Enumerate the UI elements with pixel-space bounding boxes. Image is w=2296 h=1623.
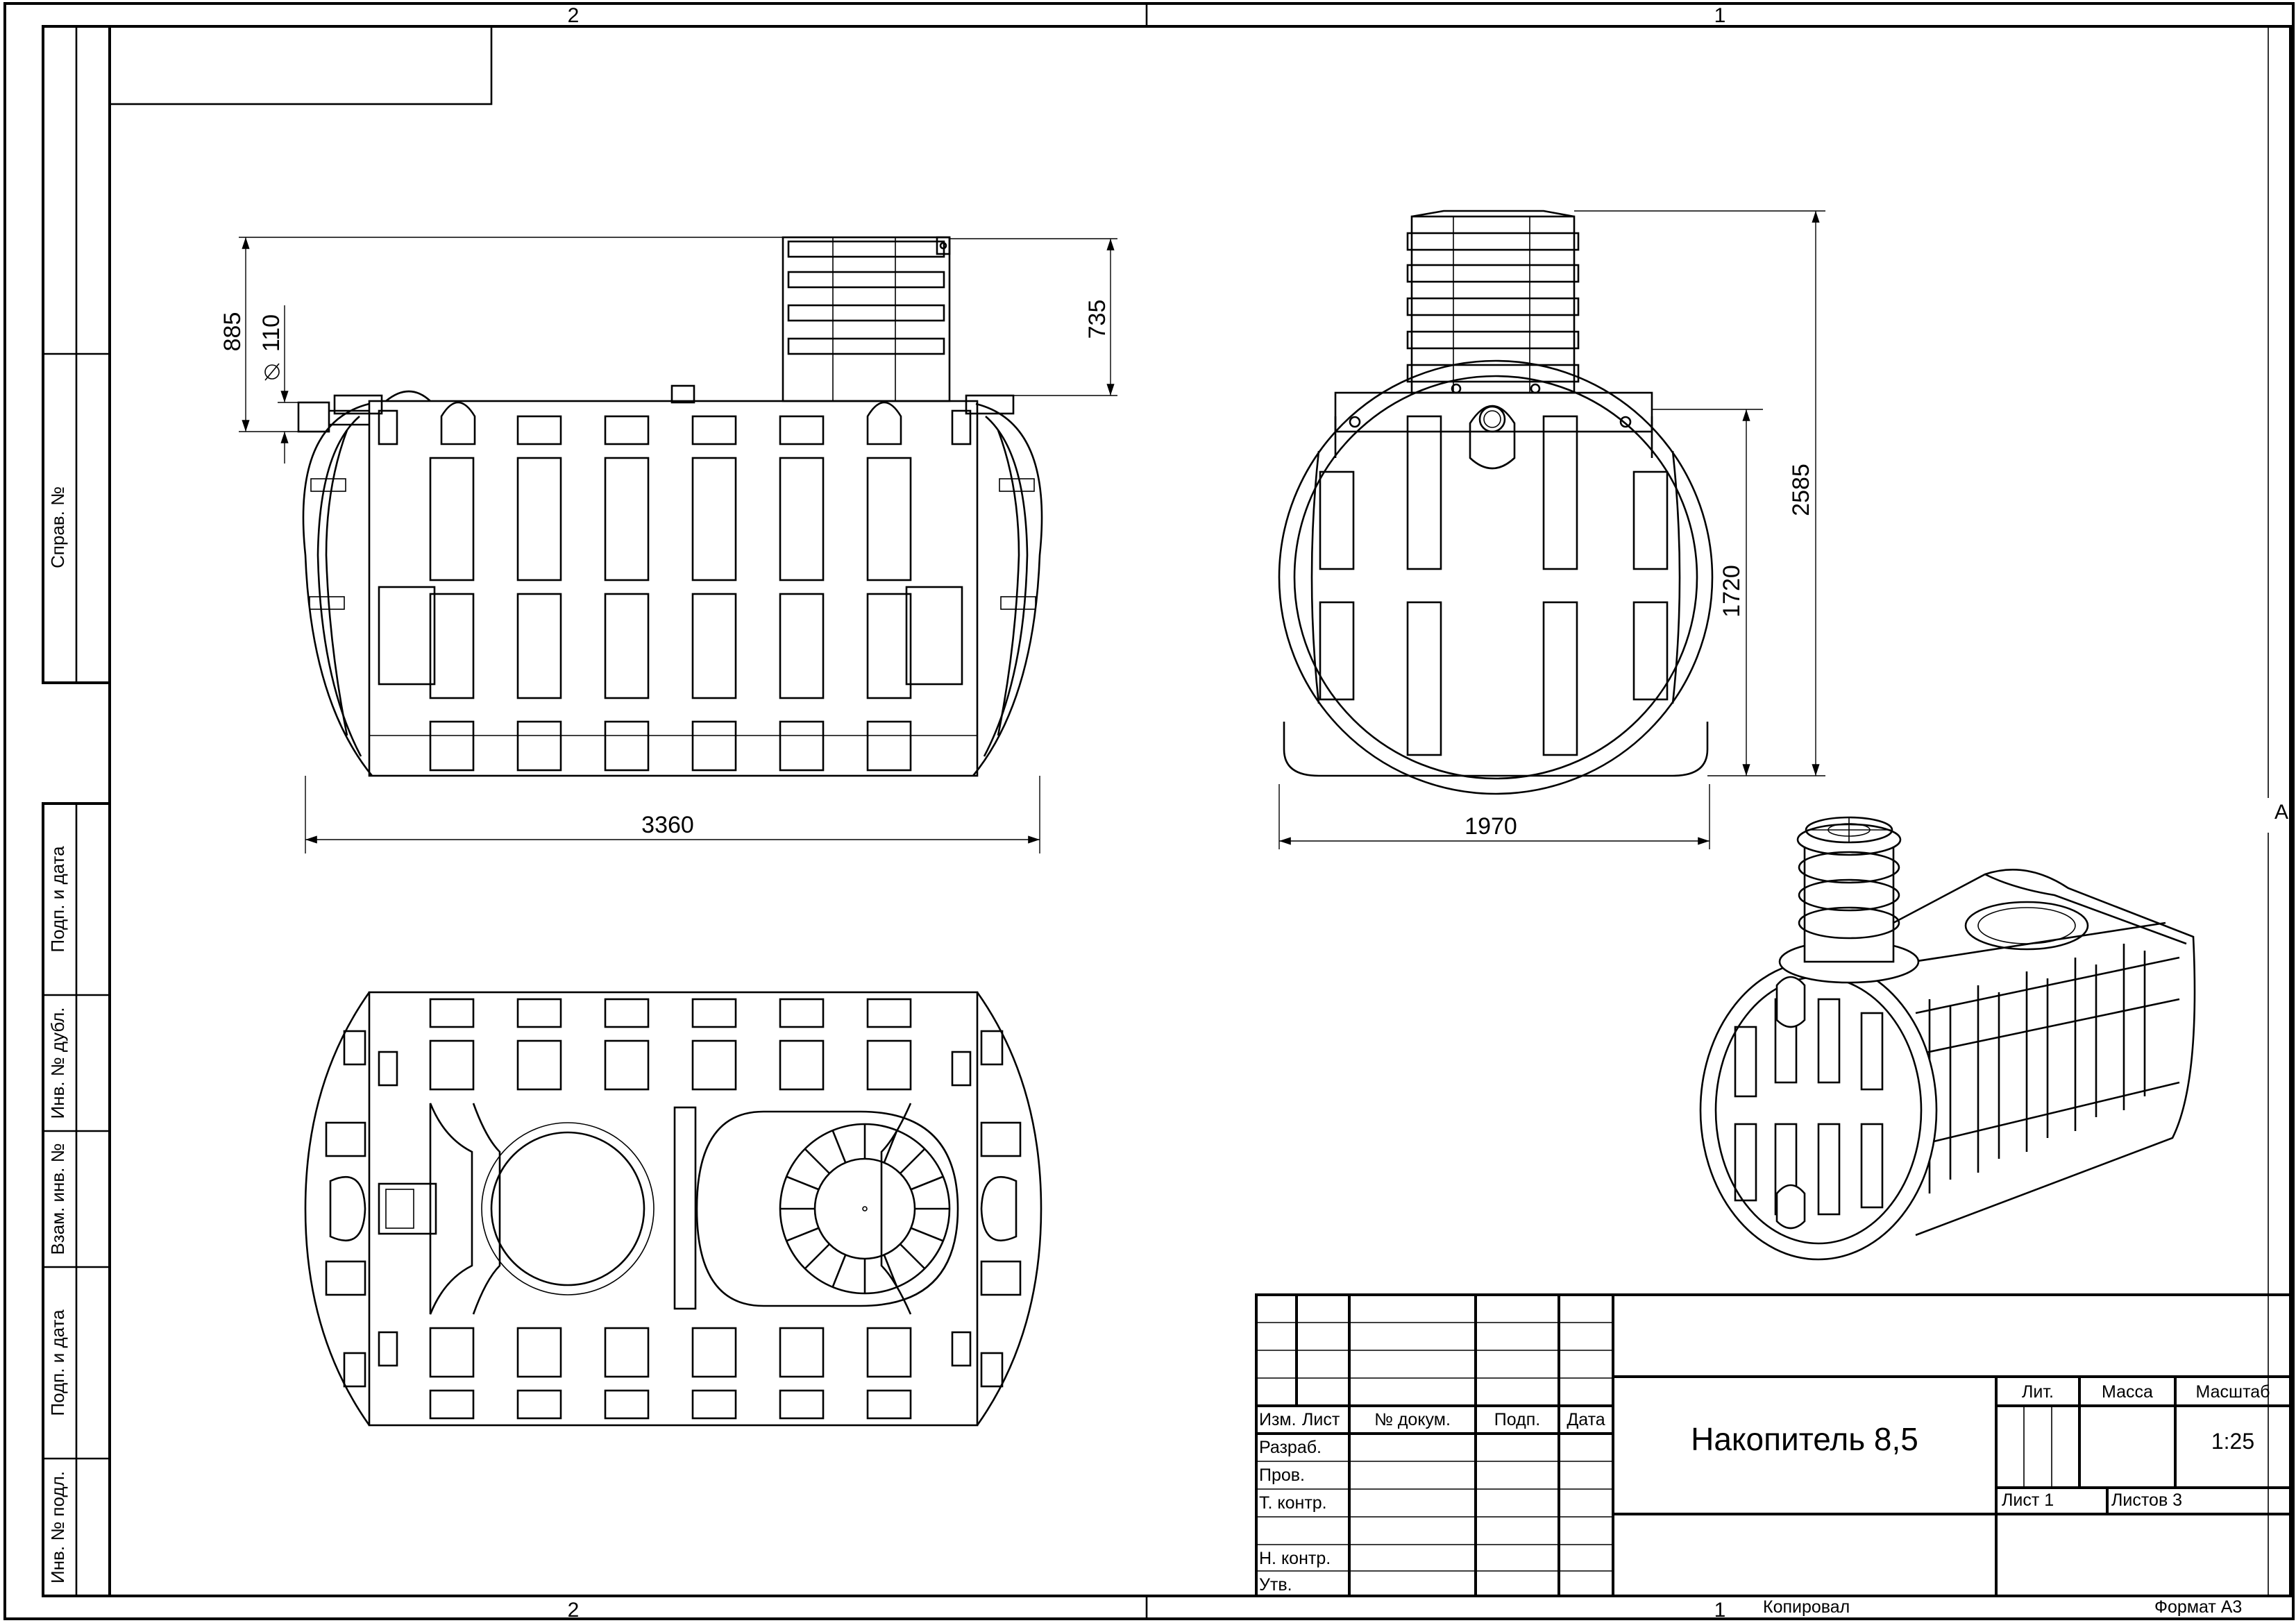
side-label-podp-data-2: Подп. и дата: [47, 1309, 68, 1416]
title-block: [1255, 1293, 2292, 1597]
isometric-view: [1699, 816, 2196, 1261]
diameter-icon: [264, 363, 280, 381]
sheet-frame: [3, 2, 2295, 1620]
tb-razrab: Разраб.: [1259, 1438, 1322, 1457]
dim-110: 110: [258, 314, 285, 352]
side-label-podp-data-1: Подп. и дата: [47, 846, 68, 953]
zone-label-right: A: [2274, 801, 2288, 824]
tb-massa: Масса: [2102, 1382, 2153, 1402]
dim-735: 735: [1084, 300, 1111, 339]
dim-1720: 1720: [1719, 565, 1745, 618]
side-label-sprav: Справ. №: [47, 486, 68, 568]
tb-sheets: Листов 3: [2111, 1490, 2182, 1510]
side-strip: [42, 25, 111, 1597]
tb-scale: 1:25: [2211, 1429, 2254, 1454]
tb-data: Дата: [1567, 1410, 1605, 1429]
manhole-fins: [780, 1124, 949, 1293]
zone-label-bottom-left: 2: [568, 1599, 580, 1622]
side-label-vzam-inv: Взам. инв. №: [47, 1143, 68, 1255]
tb-izm: Изм.: [1259, 1410, 1297, 1429]
zone-label-top-right: 1: [1714, 4, 1726, 27]
dim-3360: 3360: [641, 812, 694, 838]
tb-n-kontr: Н. контр.: [1259, 1549, 1331, 1568]
tb-doc-no: № докум.: [1374, 1410, 1451, 1429]
zone-label-bottom-right: 1: [1714, 1599, 1726, 1622]
dim-1970: 1970: [1464, 813, 1517, 840]
tb-lit: Лит.: [2022, 1382, 2054, 1402]
tb-title: Накопитель 8,5: [1691, 1421, 1918, 1457]
front-view: [239, 236, 1117, 853]
tb-list: Лист: [1302, 1410, 1340, 1429]
tb-utv: Утв.: [1259, 1575, 1292, 1595]
tb-sheet: Лист 1: [2002, 1490, 2054, 1510]
dim-885: 885: [219, 312, 246, 352]
zone-label-top-left: 2: [568, 4, 580, 27]
tb-t-kontr: Т. контр.: [1259, 1493, 1327, 1513]
footer-format: Формат А3: [2154, 1597, 2242, 1617]
tb-podp: Подп.: [1494, 1410, 1540, 1429]
side-label-inv-podl: Инв. № подл.: [47, 1471, 68, 1583]
front-rib-grid: [369, 409, 977, 772]
side-label-inv-dubl: Инв. № дубл.: [47, 1007, 68, 1119]
tb-masshtab: Масштаб: [2196, 1382, 2270, 1402]
tb-prov: Пров.: [1259, 1465, 1305, 1485]
footer-kopiroval: Копировал: [1763, 1597, 1850, 1617]
side-view: [1278, 210, 1825, 849]
dim-2585: 2585: [1788, 464, 1814, 516]
top-view: [304, 991, 1043, 1427]
